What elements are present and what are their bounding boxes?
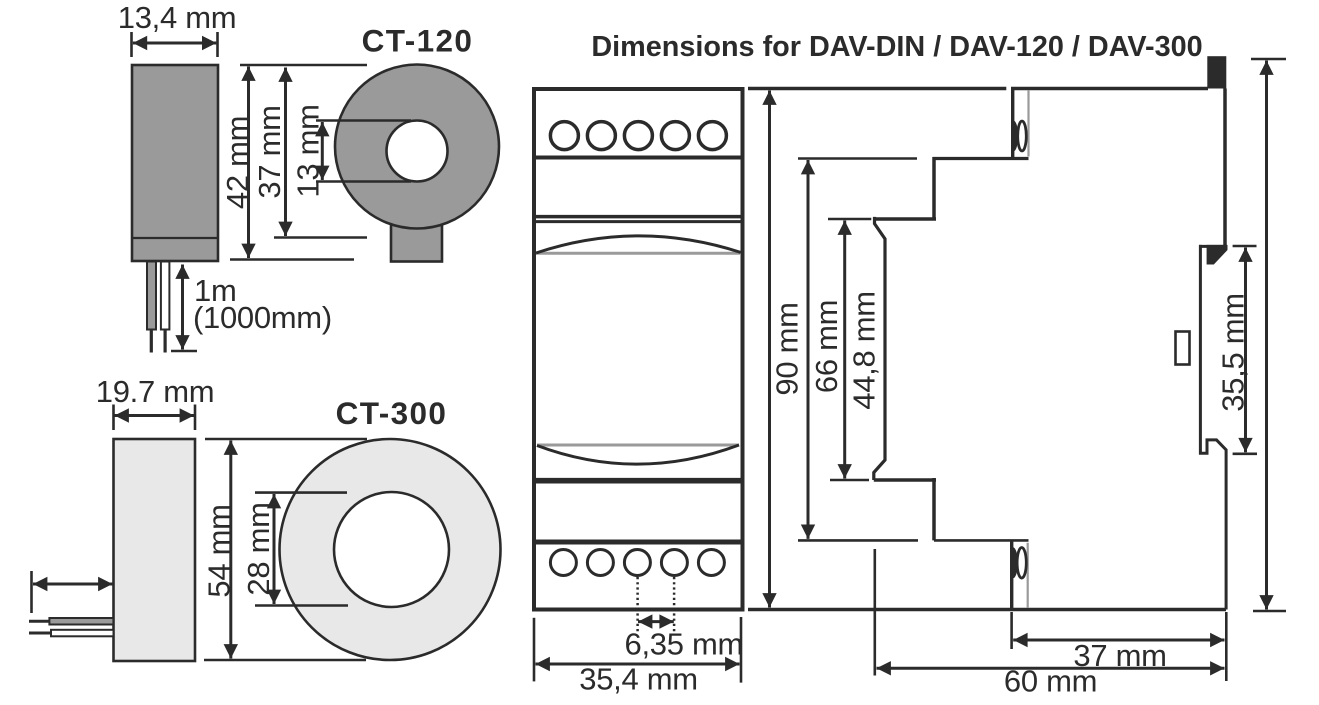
svg-text:37 mm: 37 mm — [252, 105, 287, 198]
svg-text:1m: 1m — [194, 273, 236, 308]
svg-text:Dimensions for DAV-DIN / DAV-1: Dimensions for DAV-DIN / DAV-120 / DAV-3… — [591, 31, 1202, 63]
svg-text:35,5 mm: 35,5 mm — [1216, 293, 1251, 412]
svg-text:60 mm: 60 mm — [1004, 664, 1097, 699]
svg-text:35,4 mm: 35,4 mm — [579, 662, 698, 697]
svg-text:28 mm: 28 mm — [241, 502, 276, 595]
svg-text:66 mm: 66 mm — [809, 300, 844, 393]
svg-text:54 mm: 54 mm — [201, 504, 236, 597]
svg-text:CT-120: CT-120 — [362, 23, 474, 59]
svg-text:90 mm: 90 mm — [770, 302, 805, 395]
svg-text:42 mm: 42 mm — [220, 116, 255, 209]
svg-text:13,4 mm: 13,4 mm — [118, 0, 237, 35]
svg-text:6,35 mm: 6,35 mm — [625, 627, 744, 662]
svg-text:44,8 mm: 44,8 mm — [847, 291, 882, 410]
svg-text:CT-300: CT-300 — [336, 395, 448, 431]
svg-text:19.7 mm: 19.7 mm — [96, 374, 215, 409]
svg-text:(1000mm): (1000mm) — [193, 300, 332, 335]
svg-text:13 mm: 13 mm — [291, 104, 326, 197]
